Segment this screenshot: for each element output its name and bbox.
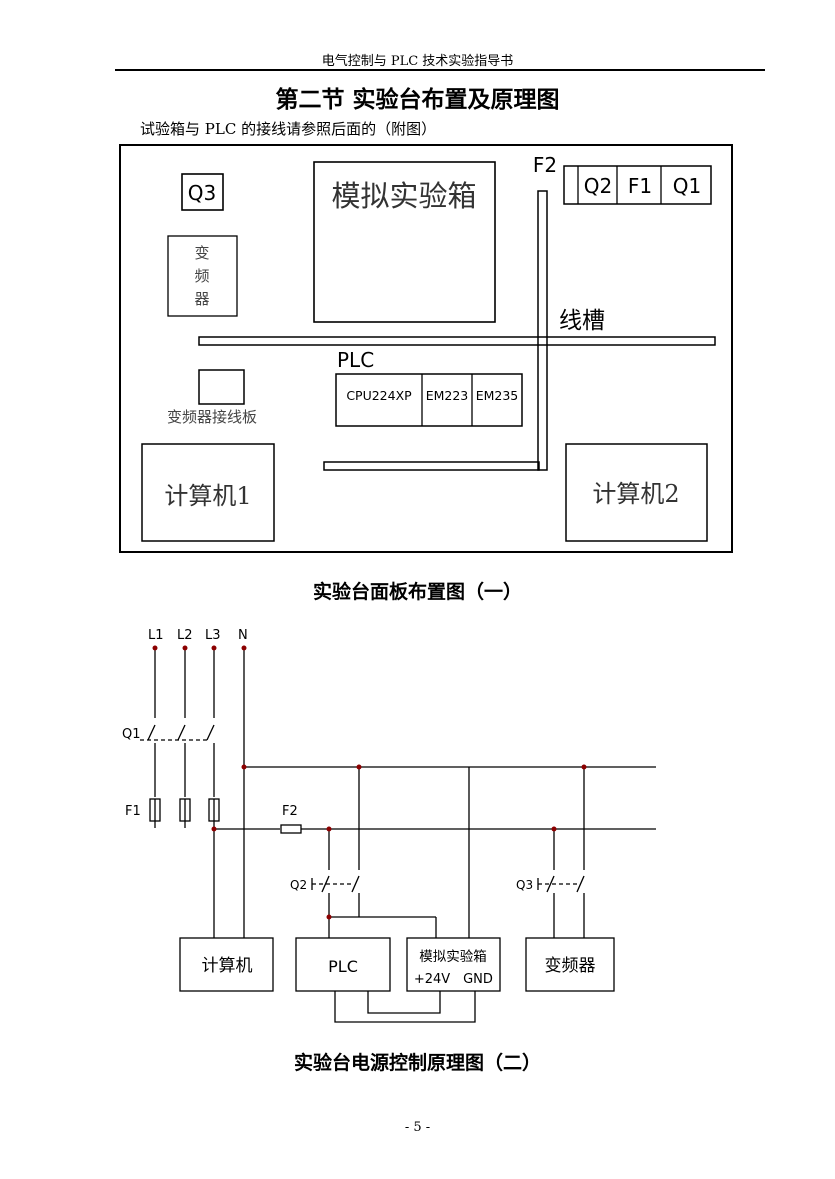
- computer2-box: [565, 443, 708, 542]
- computer2-label: 计算机2: [592, 480, 679, 508]
- duct-label: 线槽: [559, 308, 605, 334]
- plc-modules-box: [335, 373, 523, 427]
- schematic-q1: Q1: [122, 727, 141, 742]
- duct-vertical: [537, 190, 548, 471]
- inverter-board-label: 变频器接线板: [167, 408, 257, 426]
- q2-label: Q2: [584, 174, 612, 198]
- duct-bottom: [323, 461, 540, 471]
- phase-l1: L1: [148, 628, 164, 643]
- schematic-sim-box: 模拟实验箱: [419, 949, 487, 965]
- sim-box-label: 模拟实验箱: [331, 179, 476, 213]
- q3-label: Q3: [188, 181, 216, 205]
- page-number: - 5 -: [404, 1120, 431, 1135]
- inverter-char-1: 变: [194, 244, 209, 262]
- duct-horizontal: [198, 336, 716, 346]
- inverter-board-box: [198, 369, 245, 405]
- caption-layout: 实验台面板布置图（一）: [312, 581, 522, 603]
- plc-label: PLC: [337, 348, 374, 372]
- phase-l3: L3: [205, 628, 221, 643]
- schematic-gnd: GND: [463, 972, 493, 987]
- phase-l2: L2: [177, 628, 193, 643]
- caption-schematic: 实验台电源控制原理图（二）: [293, 1052, 541, 1074]
- inverter-box: [167, 235, 238, 317]
- intro-text: 试验箱与 PLC 的接线请参照后面的（附图）: [140, 120, 437, 138]
- f1-label: F1: [628, 174, 652, 198]
- phase-n: N: [238, 628, 248, 643]
- panel-frame: [119, 144, 733, 553]
- sim-box: [313, 161, 496, 323]
- f2-label: F2: [533, 153, 557, 177]
- inverter-char-3: 器: [194, 290, 209, 308]
- header-rule: [115, 69, 765, 71]
- schematic-f2: F2: [282, 804, 298, 819]
- module-em235: EM235: [476, 388, 519, 403]
- computer1-label: 计算机1: [164, 482, 251, 510]
- module-cpu: CPU224XP: [346, 388, 412, 403]
- computer1-box: [141, 443, 275, 542]
- running-header: 电气控制与 PLC 技术实验指导书: [321, 54, 514, 69]
- schematic-plc: PLC: [328, 957, 358, 976]
- q1-label: Q1: [673, 174, 701, 198]
- breaker-box: [563, 165, 712, 205]
- q3-box: [181, 173, 224, 211]
- schematic-q2: Q2: [290, 878, 307, 892]
- module-em223: EM223: [426, 388, 469, 403]
- schematic-inverter: 变频器: [545, 956, 596, 976]
- schematic-q3: Q3: [516, 878, 533, 892]
- schematic-f1: F1: [125, 804, 141, 819]
- inverter-char-2: 频: [194, 267, 209, 285]
- section-title: 第二节 实验台布置及原理图: [275, 86, 560, 113]
- schematic-plus24: +24V: [414, 972, 450, 987]
- schematic-computer: 计算机: [202, 956, 253, 976]
